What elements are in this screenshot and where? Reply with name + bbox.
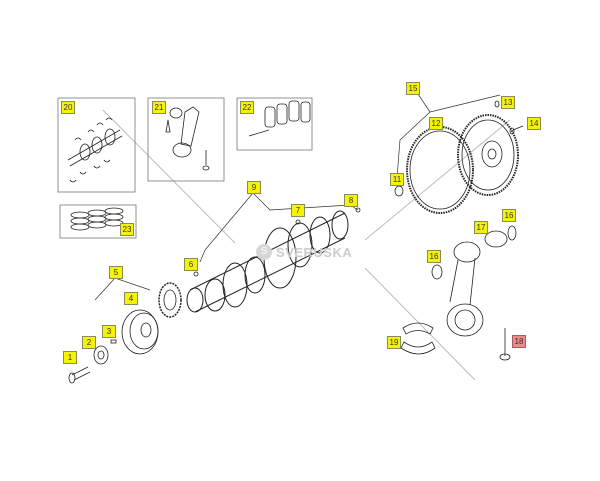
callout-18[interactable]: 18 — [512, 335, 526, 348]
callout-9[interactable]: 9 — [247, 181, 261, 194]
kit-box-20 — [57, 97, 136, 193]
callout-2[interactable]: 2 — [82, 336, 96, 349]
crankshaft — [186, 210, 349, 313]
callout-8[interactable]: 8 — [344, 194, 358, 207]
kit-box-21 — [147, 97, 225, 182]
callout-16-lower[interactable]: 16 — [427, 250, 441, 263]
callout-16-upper[interactable]: 16 — [502, 209, 516, 222]
connecting-rod — [431, 225, 517, 361]
callout-4[interactable]: 4 — [124, 292, 138, 305]
watermark-logo: S — [256, 244, 272, 260]
callout-6[interactable]: 6 — [184, 258, 198, 271]
callout-20[interactable]: 20 — [61, 101, 75, 114]
callout-19[interactable]: 19 — [387, 336, 401, 349]
callout-13[interactable]: 13 — [501, 96, 515, 109]
watermark: SVERUSKA — [276, 245, 353, 260]
callout-14[interactable]: 14 — [527, 117, 541, 130]
callout-5[interactable]: 5 — [109, 266, 123, 279]
callout-3[interactable]: 3 — [102, 325, 116, 338]
callout-12[interactable]: 12 — [429, 117, 443, 130]
callout-17[interactable]: 17 — [474, 221, 488, 234]
kit-box-23 — [59, 204, 137, 239]
callout-7[interactable]: 7 — [291, 204, 305, 217]
callout-15[interactable]: 15 — [406, 82, 420, 95]
callout-1[interactable]: 1 — [63, 351, 77, 364]
callout-22[interactable]: 22 — [240, 101, 254, 114]
callout-21[interactable]: 21 — [152, 101, 166, 114]
callout-11[interactable]: 11 — [390, 173, 404, 186]
kit-box-22 — [236, 97, 313, 151]
callout-23[interactable]: 23 — [120, 223, 134, 236]
